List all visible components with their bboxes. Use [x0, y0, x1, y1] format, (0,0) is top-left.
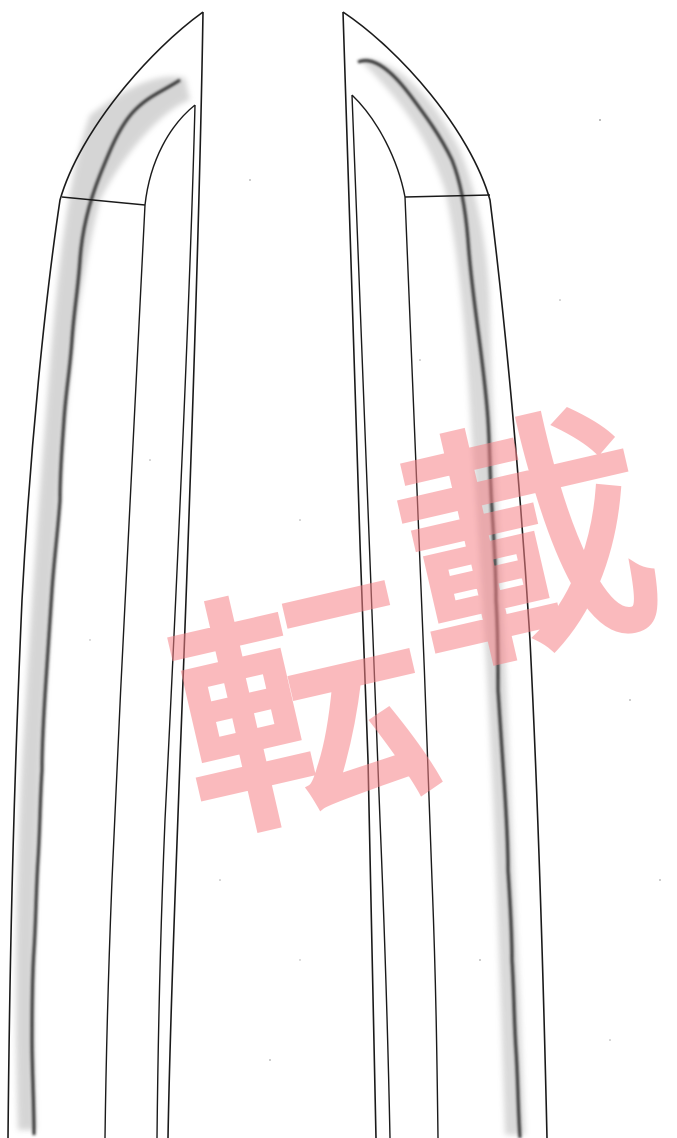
right-blade-spine — [342, 11, 377, 1138]
panel-gap — [205, 8, 343, 470]
right-hamon-line — [357, 59, 522, 1138]
left-blade-edge — [7, 11, 204, 1138]
right-yokote-line — [404, 194, 491, 198]
left-hamon-line — [30, 78, 181, 1136]
left-koshinogi-line — [144, 104, 196, 206]
left-hamon-shading — [15, 76, 191, 1131]
left-blade-spine — [167, 11, 204, 1138]
right-koshinogi-line — [351, 94, 406, 198]
left-shinogi-line — [104, 204, 146, 1138]
left-mune-line — [156, 104, 196, 1138]
right-shinogi-line — [404, 196, 439, 1138]
right-hamon-shading — [360, 59, 525, 1136]
right-mune-line — [351, 94, 391, 1138]
left-blade — [7, 11, 204, 1138]
paper-speckles — [89, 119, 661, 1061]
left-yokote-line — [61, 196, 146, 206]
right-blade-edge — [342, 11, 548, 1138]
right-blade — [342, 11, 548, 1138]
